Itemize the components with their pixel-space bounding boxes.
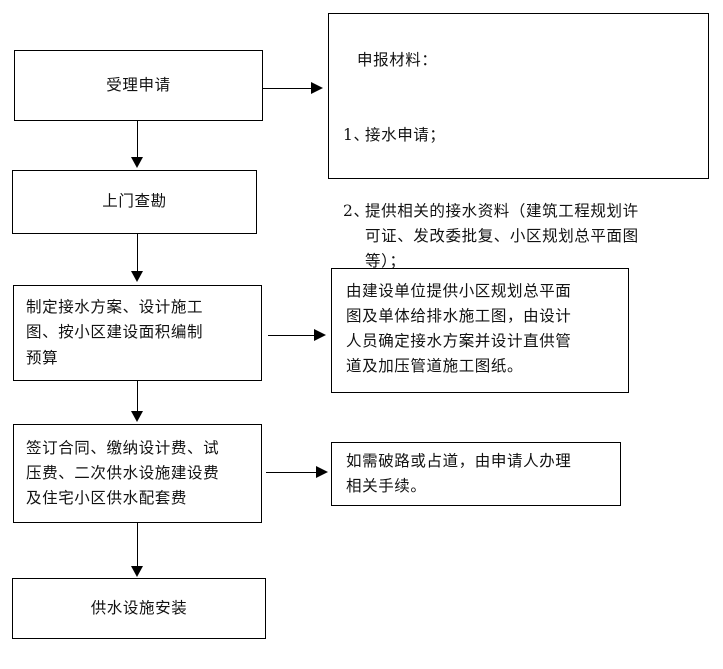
arrow-head-down-icon xyxy=(131,157,143,168)
arrow-head-down-icon xyxy=(131,271,143,282)
process-node-label: 供水设施安装 xyxy=(90,598,188,617)
process-node-label: 签订合同、缴纳设计费、试 压费、二次供水设施建设费 及住宅小区供水配套费 xyxy=(26,438,220,508)
process-node-site-survey[interactable]: 上门查勘 xyxy=(12,170,257,234)
arrow-head-down-icon xyxy=(131,411,143,422)
arrow-head-right-icon xyxy=(316,466,328,478)
list-item-text: 接水申请； xyxy=(365,126,446,145)
connector-plan-to-design xyxy=(268,335,316,336)
process-node-label: 制定接水方案、设计施工 图、按小区建设面积编制 预算 xyxy=(26,298,204,367)
annotation-body: 如需破路或占道，由申请人办理 相关手续。 xyxy=(346,451,572,495)
list-item-text: 提供相关的接水资料（建筑工程规划许 可证、发改委批复、小区规划总平面图 等）； xyxy=(365,201,639,270)
process-node-label: 受理申请 xyxy=(106,75,171,94)
arrow-head-right-icon xyxy=(314,329,326,341)
process-node-label: 上门查勘 xyxy=(102,192,167,211)
list-item-number: 1、 xyxy=(343,126,370,145)
connector-contract-to-install xyxy=(137,523,138,568)
process-node-facility-installation[interactable]: 供水设施安装 xyxy=(12,578,266,639)
annotation-node-required-materials[interactable]: 申报材料： 1、接水申请； 2、提供相关的接水资料（建筑工程规划许 可证、发改委… xyxy=(328,13,709,345)
annotation-node-design-responsibility[interactable]: 由建设单位提供小区规划总平面 图及单体给排水施工图，由设计 人员确定接水方案并设… xyxy=(331,268,629,393)
process-node-sign-contract-fees[interactable]: 签订合同、缴纳设计费、试 压费、二次供水设施建设费 及住宅小区供水配套费 xyxy=(13,424,262,523)
list-item-number: 2、 xyxy=(343,201,370,220)
connector-contract-to-road xyxy=(266,472,318,473)
arrow-head-down-icon xyxy=(131,566,143,577)
process-node-design-plan[interactable]: 制定接水方案、设计施工 图、按小区建设面积编制 预算 xyxy=(13,285,262,381)
connector-accept-to-materials xyxy=(263,88,313,89)
process-node-accept-application[interactable]: 受理申请 xyxy=(14,50,263,121)
annotation-list-item: 2、提供相关的接水资料（建筑工程规划许 可证、发改委批复、小区规划总平面图 等）… xyxy=(343,174,695,274)
annotation-list-item: 1、接水申请； xyxy=(343,98,695,148)
connector-plan-to-contract xyxy=(137,381,138,413)
arrow-head-right-icon xyxy=(311,82,323,94)
annotation-node-road-permit[interactable]: 如需破路或占道，由申请人办理 相关手续。 xyxy=(331,442,621,506)
annotation-title: 申报材料： xyxy=(357,51,438,70)
annotation-body: 由建设单位提供小区规划总平面 图及单体给排水施工图，由设计 人员确定接水方案并设… xyxy=(346,282,572,376)
connector-accept-to-survey xyxy=(137,121,138,159)
connector-survey-to-plan xyxy=(137,234,138,273)
